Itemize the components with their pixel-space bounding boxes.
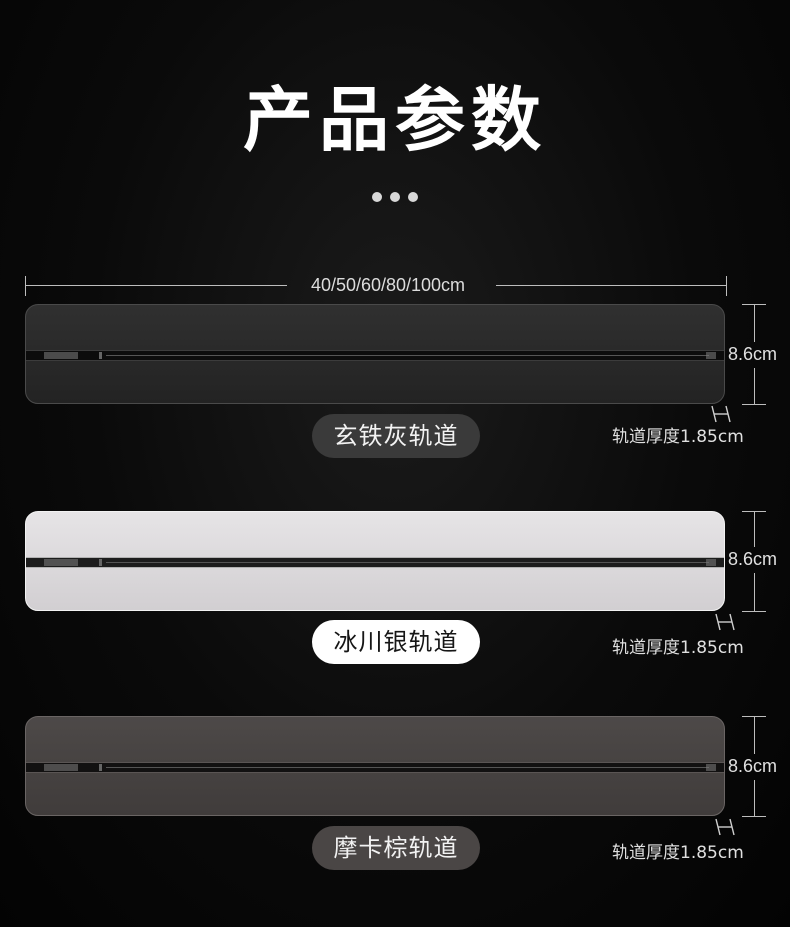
dot-icon xyxy=(408,192,418,202)
rail-end-cap xyxy=(706,559,716,566)
track-name-badge: 玄铁灰轨道 xyxy=(312,414,480,458)
height-label: 8.6cm xyxy=(728,344,778,364)
dimension-line xyxy=(25,285,287,286)
dimension-line xyxy=(754,368,755,404)
dimension-line xyxy=(754,511,755,547)
thickness-marker-icon xyxy=(715,613,735,631)
dimension-tick xyxy=(742,611,766,612)
dot-icon xyxy=(390,192,400,202)
dimension-tick xyxy=(726,276,727,296)
track-panel-mocha-brown xyxy=(25,716,725,816)
thickness-label: 轨道厚度1.85cm xyxy=(612,843,744,863)
thickness-label: 轨道厚度1.85cm xyxy=(612,638,744,658)
track-panel-glacier-silver xyxy=(25,511,725,611)
dimension-line xyxy=(754,780,755,816)
rail-joint xyxy=(99,352,102,359)
track-rail xyxy=(26,762,724,773)
rail-end-cap xyxy=(44,559,78,566)
dimension-line xyxy=(496,285,726,286)
rail-groove xyxy=(106,355,709,356)
height-label: 8.6cm xyxy=(728,756,778,776)
height-label: 8.6cm xyxy=(728,549,778,569)
rail-joint xyxy=(99,764,102,771)
track-rail xyxy=(26,557,724,568)
track-panel-iron-grey xyxy=(25,304,725,404)
dimension-line xyxy=(754,573,755,611)
dot-icon xyxy=(372,192,382,202)
dimension-tick xyxy=(25,276,26,296)
track-name-badge: 冰川银轨道 xyxy=(312,620,480,664)
rail-end-cap xyxy=(44,764,78,771)
rail-end-cap xyxy=(706,352,716,359)
dimension-line xyxy=(754,716,755,754)
width-label: 40/50/60/80/100cm xyxy=(310,275,466,295)
dimension-tick xyxy=(742,404,766,405)
rail-groove xyxy=(106,562,709,563)
thickness-marker-icon xyxy=(715,818,735,836)
rail-joint xyxy=(99,559,102,566)
page-title: 产品参数 xyxy=(243,79,547,161)
track-rail xyxy=(26,350,724,361)
dimension-tick xyxy=(742,816,766,817)
thickness-label: 轨道厚度1.85cm xyxy=(612,427,744,447)
dimension-line xyxy=(754,304,755,342)
rail-end-cap xyxy=(706,764,716,771)
rail-groove xyxy=(106,767,709,768)
pagination-dots xyxy=(0,192,790,202)
track-name-badge: 摩卡棕轨道 xyxy=(312,826,480,870)
rail-end-cap xyxy=(44,352,78,359)
thickness-marker-icon xyxy=(711,405,731,423)
